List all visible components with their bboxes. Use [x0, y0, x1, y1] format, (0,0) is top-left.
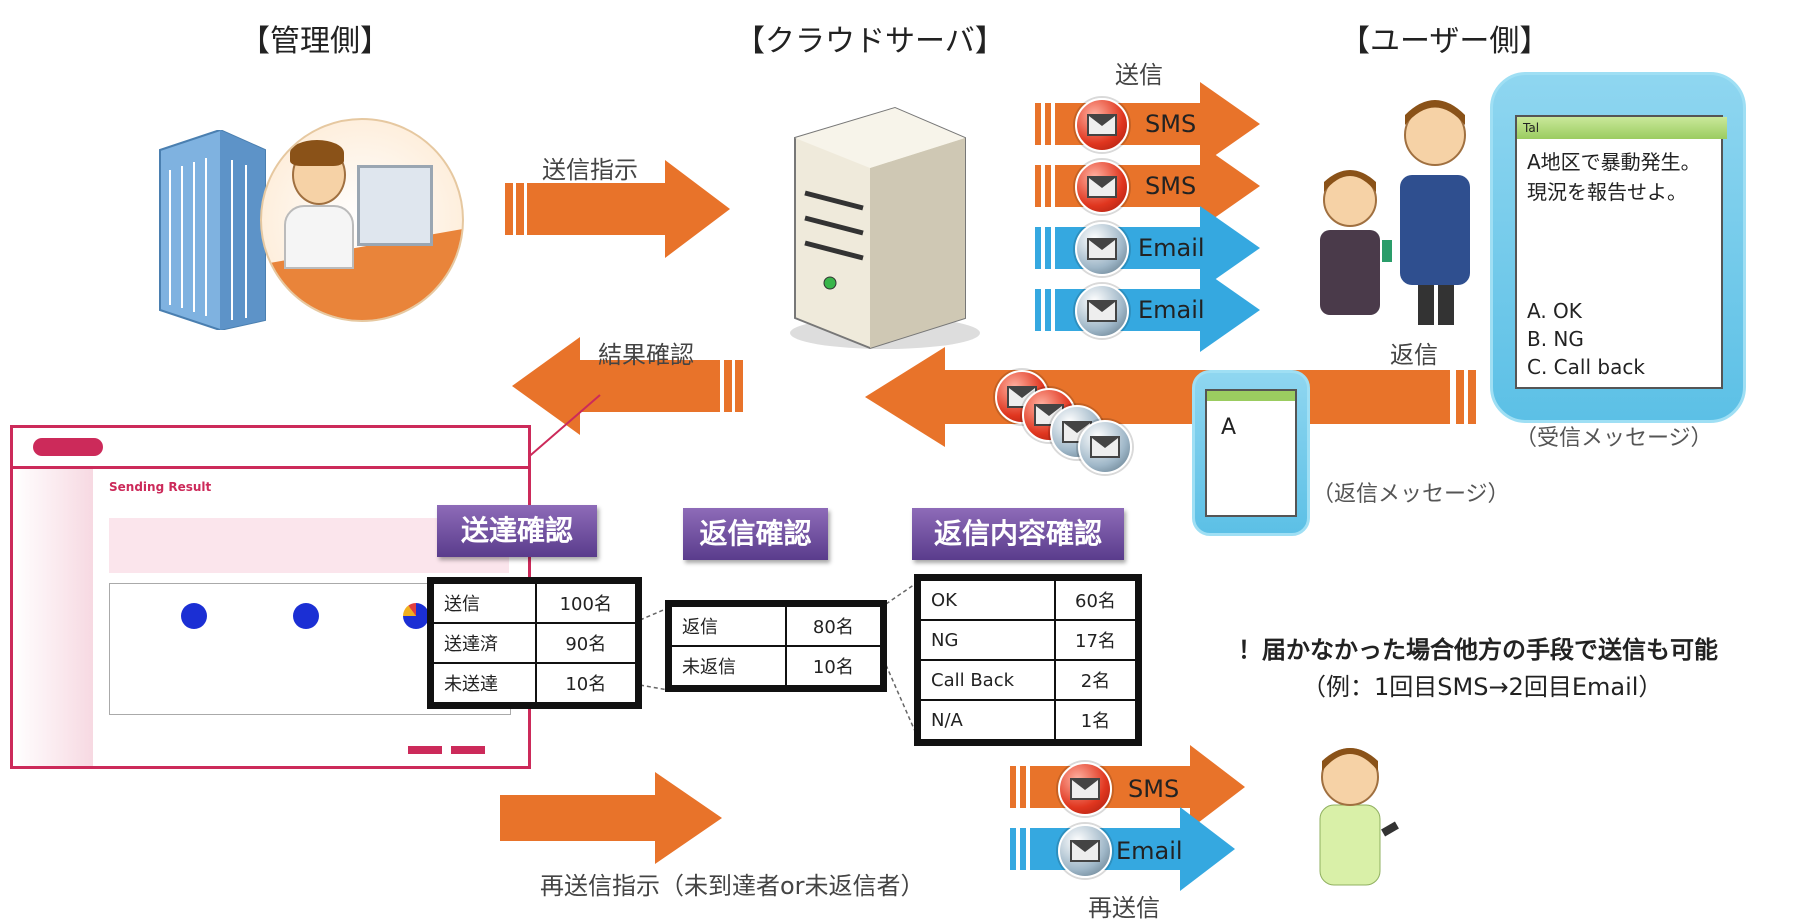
table-cell: 未返信	[667, 645, 787, 690]
reply-phone-text: A	[1221, 415, 1237, 440]
reply-label: 返信	[1390, 341, 1438, 369]
table-connectors	[639, 581, 919, 739]
table-cell: 送達済	[429, 622, 537, 664]
table-cell: 90名	[534, 622, 640, 664]
fallback-example: （例：1回目SMS→2回目Email）	[1302, 673, 1663, 701]
send-instruction-arrow	[527, 160, 730, 258]
send-channel-3: Email	[1138, 234, 1205, 262]
table-cell: 1名	[1053, 699, 1140, 744]
sms-icon	[1075, 160, 1129, 214]
table-cell: 100名	[534, 579, 640, 624]
phone-message-body: A地区で暴動発生。現況を報告せよ。	[1527, 150, 1701, 204]
fallback-note: ！届かなかった場合他方の手段で送信も可能	[1238, 636, 1718, 664]
send-instruction-label: 送信指示	[542, 156, 638, 184]
result-check-label: 結果確認	[598, 341, 694, 369]
phone-option-c: C. Call back	[1527, 355, 1645, 379]
table-cell: 返信	[667, 602, 787, 647]
send-channel-2: SMS	[1145, 172, 1197, 200]
table-cell: 未送達	[429, 662, 537, 707]
email-icon	[1078, 420, 1132, 474]
resend-channel-1: SMS	[1128, 775, 1180, 803]
resend-label: 再送信	[1088, 894, 1160, 922]
delivery-check-label: 送達確認	[437, 505, 597, 557]
sms-icon	[1075, 98, 1129, 152]
phone-option-a: A. OK	[1527, 299, 1582, 323]
sms-icon	[1058, 762, 1112, 816]
header-user: 【ユーザー側】	[1340, 24, 1550, 59]
email-icon	[1075, 222, 1129, 276]
reply-arrow	[865, 347, 1450, 447]
office-building-icon	[150, 128, 270, 332]
phone-option-b: B. NG	[1527, 327, 1584, 351]
table-cell: N/A	[916, 699, 1056, 744]
table-cell: 10名	[534, 662, 640, 707]
reply-check-label: 返信確認	[683, 508, 828, 560]
table-cell: NG	[916, 619, 1056, 661]
table-cell: 80名	[784, 602, 885, 647]
table-cell: Call Back	[916, 659, 1056, 701]
email-icon	[1075, 284, 1129, 338]
phone-status-bar: Tal	[1517, 117, 1727, 139]
users-icon	[1310, 80, 1510, 330]
screenshot-title: Sending Result	[109, 480, 212, 494]
resend-user-icon	[1300, 735, 1410, 895]
table-cell: 2名	[1053, 659, 1140, 701]
app-logo	[33, 438, 103, 456]
email-icon	[1058, 824, 1112, 878]
reply-content-check-label: 返信内容確認	[912, 508, 1124, 560]
table-cell: 10名	[784, 645, 885, 690]
resend-instruction-label: 再送信指示（未到達者or未返信者）	[540, 872, 925, 900]
reply-message-caption: （返信メッセージ）	[1312, 482, 1510, 507]
table-cell: 送信	[429, 579, 537, 624]
resend-instruction-arrow	[500, 772, 722, 864]
table-cell: 60名	[1053, 576, 1140, 621]
result-check-arrow	[512, 337, 720, 435]
cloud-server-icon	[775, 98, 980, 353]
send-channel-4: Email	[1138, 296, 1205, 324]
table-cell: 17名	[1053, 619, 1140, 661]
header-admin: 【管理側】	[240, 24, 390, 59]
send-label: 送信	[1115, 61, 1163, 89]
received-message-caption: （受信メッセージ）	[1515, 426, 1713, 451]
admin-operator-icon	[260, 118, 464, 322]
reply-phone: A	[1192, 370, 1310, 536]
send-channel-1: SMS	[1145, 110, 1197, 138]
resend-channel-2: Email	[1116, 837, 1183, 865]
table-cell: OK	[916, 576, 1056, 621]
header-cloud: 【クラウドサーバ】	[735, 24, 1005, 59]
receiving-phone: Tal A地区で暴動発生。現況を報告せよ。 A. OK B. NG C. Cal…	[1490, 72, 1746, 423]
